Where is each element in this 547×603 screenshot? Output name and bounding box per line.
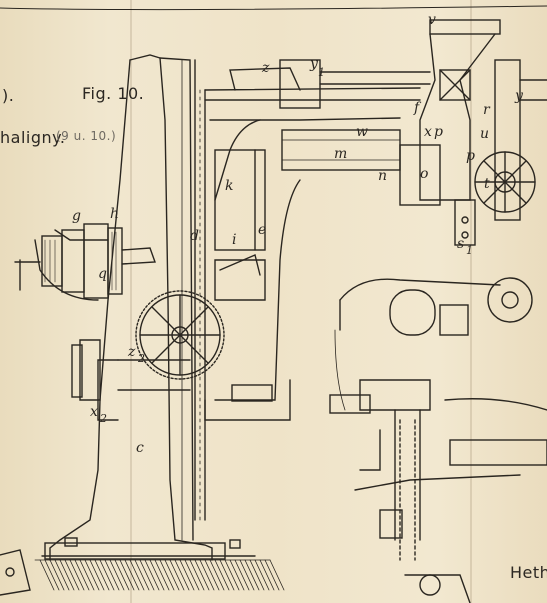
- hatch-line: [184, 559, 200, 591]
- part-letter: z: [128, 344, 136, 360]
- hatch-line: [129, 559, 145, 591]
- ground-hatching: [34, 559, 285, 591]
- hatch-line: [104, 559, 120, 591]
- part-letter: c: [136, 440, 144, 456]
- hatch-line: [69, 559, 85, 591]
- part-letter: h: [110, 206, 120, 222]
- hatch-line: [259, 559, 275, 591]
- hatch-line: [209, 559, 225, 591]
- hatch-line: [144, 559, 160, 591]
- part-letter: e: [258, 222, 267, 238]
- part-letter: w: [356, 124, 368, 140]
- part-letter: y: [310, 56, 318, 72]
- hatch-line: [49, 559, 65, 591]
- column-outline: [41, 54, 256, 561]
- part-letter: o: [420, 166, 429, 182]
- part-letter: p: [434, 124, 443, 140]
- part-letter: t: [484, 176, 490, 192]
- radial-arm: [204, 87, 421, 421]
- left-bracket: [14, 229, 191, 421]
- hatch-line: [249, 559, 265, 591]
- hatch-line: [234, 559, 250, 591]
- figure-label: Fig. 10.: [82, 84, 145, 103]
- edge-text-bottom-right: Hethe: [510, 563, 547, 582]
- hatch-line: [94, 559, 110, 591]
- hatch-line: [169, 559, 185, 591]
- hatch-line: [244, 559, 260, 591]
- part-subscript: 1: [318, 66, 325, 79]
- hatch-line: [54, 559, 70, 591]
- part-letter: n: [378, 168, 388, 184]
- part-letter: d: [190, 228, 199, 244]
- part-letter: f: [414, 100, 420, 116]
- hatch-line: [74, 559, 90, 591]
- hatch-line: [119, 559, 135, 591]
- hatch-line: [109, 559, 125, 591]
- hatch-line: [254, 559, 270, 591]
- part-letter: x: [90, 404, 98, 420]
- hatch-line: [59, 559, 75, 591]
- part-subscript: 2: [100, 412, 107, 425]
- hatch-line: [189, 559, 205, 591]
- hatch-line: [64, 559, 80, 591]
- part-subscript: 1: [466, 244, 473, 257]
- hatch-line: [39, 559, 55, 591]
- caption-note: (9 u. 10.): [56, 129, 117, 143]
- cone-pulley: [41, 223, 156, 299]
- hatch-line: [264, 559, 280, 591]
- hatch-line: [99, 559, 115, 591]
- hatch-line: [84, 559, 100, 591]
- hatch-line: [194, 559, 210, 591]
- part-letter: m: [334, 146, 348, 162]
- part-letter: p: [466, 148, 475, 164]
- part-letter: u: [480, 126, 490, 142]
- hatch-line: [214, 559, 230, 591]
- feed-wheel: [474, 151, 536, 213]
- part-letter: q: [98, 266, 107, 282]
- hatch-line: [224, 559, 240, 591]
- slide-box: [214, 149, 266, 301]
- edge-text-top-left: ).: [2, 86, 15, 105]
- edge-fragment: [0, 549, 31, 596]
- caption-left: haligny.: [0, 128, 66, 147]
- hatch-line: [79, 559, 95, 591]
- hatch-line: [229, 559, 245, 591]
- hatch-line: [149, 559, 165, 591]
- column-guides: [194, 59, 206, 521]
- part-letter: z: [262, 60, 270, 76]
- hatch-line: [124, 559, 140, 591]
- part-letter: k: [225, 178, 234, 194]
- hatch-line: [44, 559, 60, 591]
- hatch-line: [174, 559, 190, 591]
- top-motor: [229, 59, 431, 109]
- part-letter: s: [457, 236, 465, 252]
- hatch-line: [179, 559, 195, 591]
- hatch-line: [204, 559, 220, 591]
- fold-line: [470, 0, 472, 603]
- hatch-line: [154, 559, 170, 591]
- hatch-line: [89, 559, 105, 591]
- hatch-line: [269, 559, 285, 591]
- drill-head: [399, 19, 547, 246]
- part-letter: r: [483, 102, 490, 118]
- hatch-line: [114, 559, 130, 591]
- hatch-line: [139, 559, 155, 591]
- part-letter: y: [515, 88, 523, 104]
- part-letter: g: [72, 208, 81, 224]
- part-letter: x: [424, 124, 432, 140]
- hatch-line: [199, 559, 215, 591]
- part-letter: i: [232, 232, 237, 248]
- hand-wheel: [135, 290, 225, 380]
- second-drill: [329, 277, 547, 603]
- hatch-line: [159, 559, 175, 591]
- hatch-line: [134, 559, 150, 591]
- part-letter: v: [428, 12, 436, 28]
- hatch-line: [239, 559, 255, 591]
- part-subscript: 2: [138, 352, 145, 365]
- hatch-line: [164, 559, 180, 591]
- fold-line: [130, 0, 132, 603]
- hatch-line: [219, 559, 235, 591]
